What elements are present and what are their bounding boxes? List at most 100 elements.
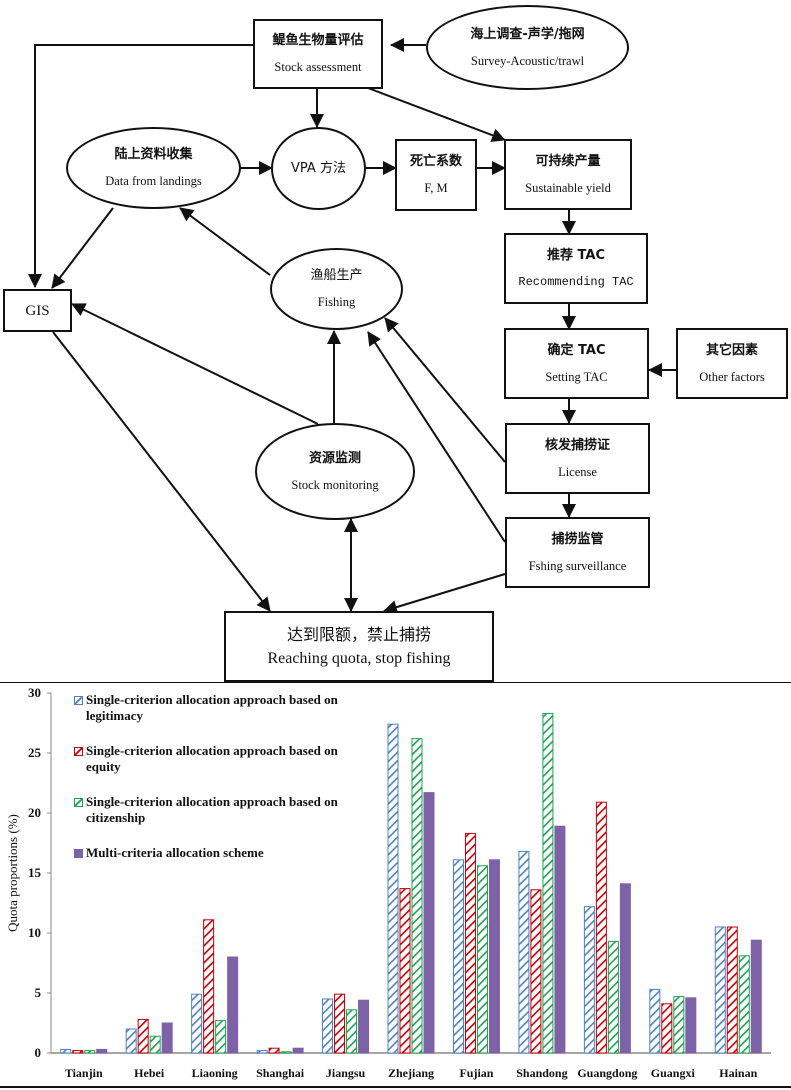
bar-hainan-series-4 [750, 939, 762, 1054]
x-tick-label: Hainan [719, 1066, 757, 1080]
node-label-en: Fishing [317, 295, 356, 309]
bar-tianjin-series-3 [84, 1050, 96, 1054]
bar-jiangsu-series-4 [358, 999, 370, 1054]
node-label-zh: 推荐 TAC [547, 247, 605, 263]
node-label-en: Stock monitoring [291, 477, 379, 492]
bar-shandong-series-4 [554, 825, 566, 1054]
bar-guangxi-series-3 [673, 996, 685, 1054]
y-tick-label: 5 [35, 985, 42, 1000]
node-label-en: Reaching quota, stop fishing [267, 649, 451, 667]
bar-hebei-series-2 [137, 1018, 149, 1054]
bar-shanghai-series-1 [256, 1050, 268, 1054]
node-license: 核发捕捞证 License [505, 423, 650, 494]
y-tick-label: 25 [28, 745, 42, 760]
node-label-en: Sustainable yield [525, 180, 611, 195]
chart-top-border [0, 682, 791, 683]
legend-swatch [74, 849, 83, 858]
x-tick-label: Shanghai [256, 1066, 305, 1080]
node-label-zh: 其它因素 [705, 342, 758, 358]
bar-shandong-series-1 [518, 850, 530, 1054]
node-label-zh: 海上调查-声学/拖网 [470, 26, 585, 42]
node-label-zh: 捕捞监管 [551, 531, 604, 547]
bar-liaoning-series-4 [227, 956, 239, 1054]
arrow-surveillance-to-fishing [367, 331, 506, 543]
node-landings: 陆上资料收集 Data from landings [66, 127, 241, 209]
arrow-landings-to-gis [51, 207, 114, 289]
bar-shanghai-series-3 [280, 1051, 292, 1054]
bar-guangxi-series-1 [649, 988, 661, 1054]
node-label-en: F, M [424, 181, 448, 195]
bar-fujian-series-3 [476, 865, 488, 1054]
x-tick-label: Tianjin [65, 1066, 103, 1080]
bar-fujian-series-2 [464, 832, 476, 1054]
node-surveillance: 捕捞监管 Fshing surveillance [505, 517, 650, 588]
bar-hebei-series-3 [149, 1035, 161, 1054]
x-tick-label: Liaoning [192, 1066, 238, 1080]
bar-hainan-series-2 [726, 926, 738, 1054]
y-tick-label: 10 [28, 925, 41, 940]
bar-shanghai-series-2 [268, 1047, 280, 1054]
node-label-en: License [558, 464, 597, 479]
bar-guangxi-series-2 [661, 1003, 673, 1054]
node-sustainable-yield: 可持续产量 Sustainable yield [504, 139, 632, 210]
node-label-en: Other factors [699, 369, 765, 384]
arrow-gis-to-stop [52, 331, 271, 612]
bar-liaoning-series-2 [203, 919, 215, 1054]
bar-guangxi-series-4 [685, 997, 697, 1054]
node-label-zh: VPA 方法 [291, 160, 346, 176]
arrow-fishing-to-landings [179, 207, 271, 276]
node-label-zh: 死亡系数 [409, 154, 462, 169]
legend-label: Single-criterion allocation approach bas… [86, 794, 338, 825]
y-tick-label: 30 [28, 685, 41, 700]
arrow-assessment-to-gis [28, 44, 253, 288]
node-label-zh: 达到限额，禁止捕捞 [286, 624, 431, 644]
node-stock-monitoring: 资源监测 Stock monitoring [255, 423, 415, 520]
legend-label: Single-criterion allocation approach bas… [86, 692, 338, 723]
arrow-monitoring-to-gis [71, 303, 319, 425]
bar-tianjin-series-4 [96, 1048, 108, 1054]
legend-item: Single-criterion allocation approach bas… [74, 794, 374, 826]
x-tick-label: Hebei [134, 1066, 165, 1080]
legend-item: Multi-criteria allocation scheme [74, 845, 374, 861]
node-stop-fishing: 达到限额，禁止捕捞 Reaching quota, stop fishing [224, 611, 494, 682]
legend-label: Single-criterion allocation approach bas… [86, 743, 338, 774]
bar-jiangsu-series-3 [346, 1009, 358, 1054]
node-label-en: Fshing surveillance [528, 558, 627, 573]
node-label-zh: 鳀鱼生物量评估 [272, 33, 364, 48]
legend-swatch [74, 696, 83, 705]
bar-zhejiang-series-3 [411, 738, 423, 1054]
bar-zhejiang-series-4 [423, 792, 435, 1054]
node-fishing: 渔船生产 Fishing [270, 248, 403, 330]
legend-item: Single-criterion allocation approach bas… [74, 743, 374, 775]
bar-hainan-series-3 [738, 955, 750, 1054]
legend-swatch [74, 747, 83, 756]
bar-shandong-series-2 [530, 889, 542, 1054]
bar-zhejiang-series-1 [387, 723, 399, 1054]
arrow-assessment-to-yield [367, 87, 506, 142]
bar-liaoning-series-1 [191, 993, 203, 1054]
chart-bottom-border [0, 1086, 791, 1088]
bar-guangdong-series-4 [619, 883, 631, 1054]
node-recommending-tac: 推荐 TAC Recommending TAC [504, 233, 648, 304]
bar-jiangsu-series-2 [334, 993, 346, 1054]
bar-tianjin-series-1 [60, 1048, 72, 1054]
node-other-factors: 其它因素 Other factors [676, 328, 788, 399]
node-label-zh: 可持续产量 [535, 153, 601, 169]
node-label-en: Recommending TAC [518, 274, 634, 289]
node-label-zh: 核发捕捞证 [544, 437, 610, 453]
node-vpa: VPA 方法 [271, 127, 366, 210]
x-tick-label: Jiangsu [326, 1066, 366, 1080]
node-label-en: Setting TAC [545, 369, 608, 384]
bar-guangdong-series-1 [583, 906, 595, 1054]
bar-shandong-series-3 [542, 712, 554, 1054]
bar-hebei-series-1 [125, 1028, 137, 1054]
node-stock-assessment: 鳀鱼生物量评估 Stock assessment [253, 19, 383, 89]
y-tick-label: 0 [35, 1045, 42, 1060]
node-setting-tac: 确定 TAC Setting TAC [504, 328, 649, 399]
bar-guangdong-series-2 [595, 801, 607, 1054]
node-gis: GIS [3, 289, 72, 332]
bar-shanghai-series-4 [292, 1047, 304, 1054]
y-tick-label: 20 [28, 805, 41, 820]
arrow-surveillance-to-stop [383, 573, 506, 614]
legend-swatch [74, 798, 83, 807]
